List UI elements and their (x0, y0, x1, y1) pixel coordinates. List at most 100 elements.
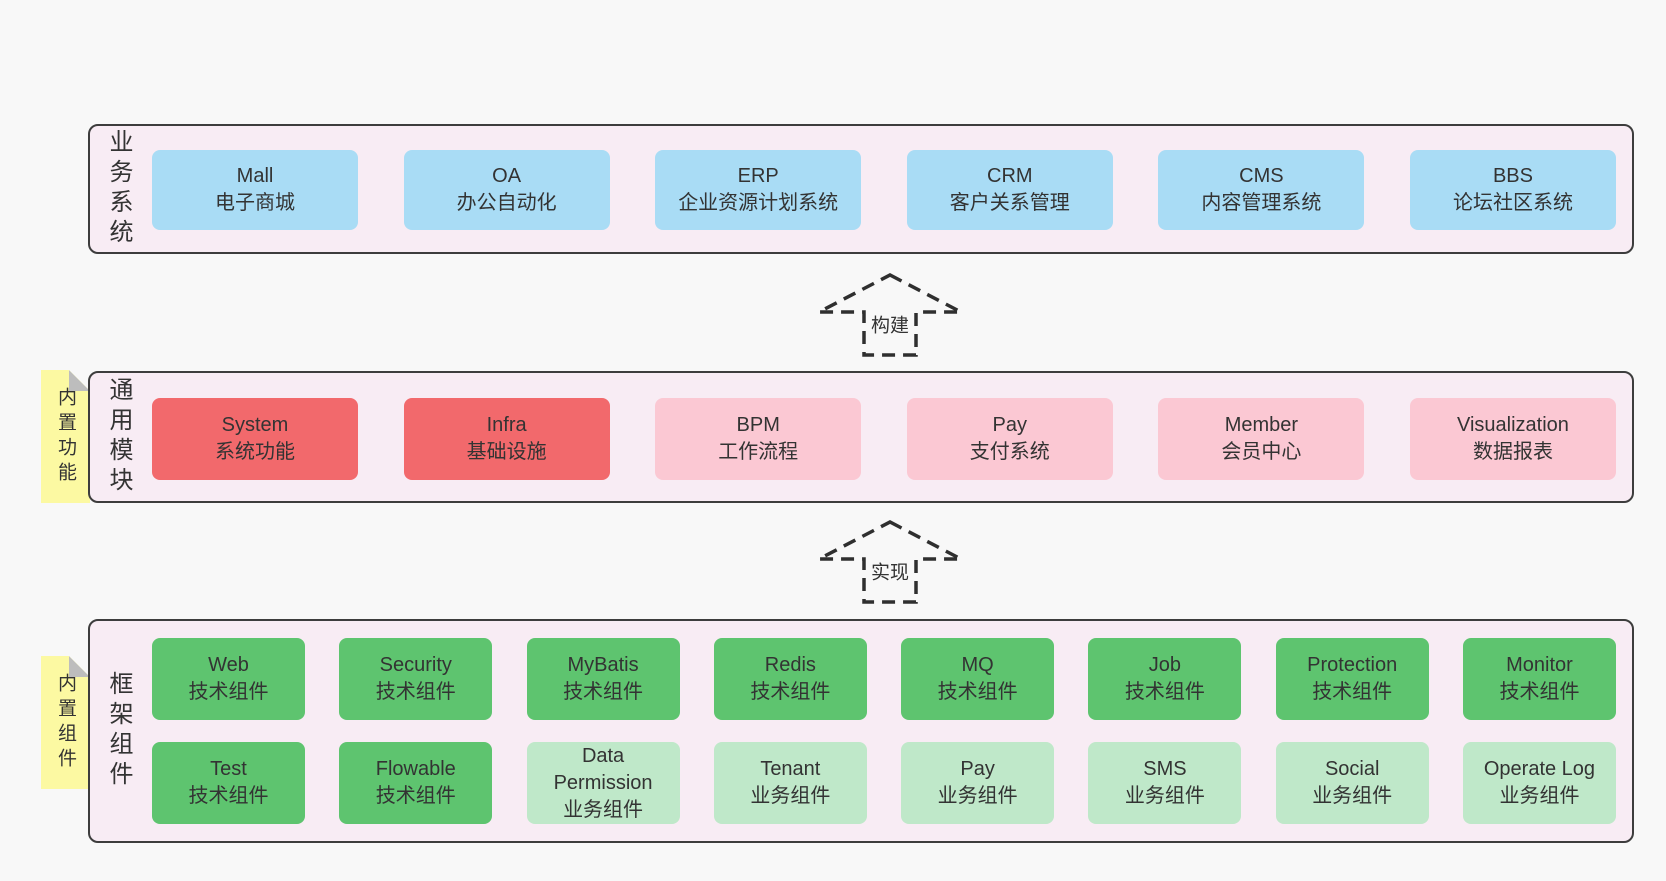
components-box-row-2: Test 技术组件 Flowable 技术组件 Data Permission … (152, 742, 1616, 824)
box-subtitle: 技术组件 (563, 681, 644, 703)
box-subtitle: 业务组件 (1124, 785, 1205, 807)
box-subtitle: 支付系统 (969, 441, 1050, 463)
box-title: Security (379, 654, 452, 676)
box-subtitle: 办公自动化 (456, 192, 557, 214)
box-title: CMS (1239, 165, 1284, 187)
business-box-row: Mall 电子商城 OA 办公自动化 ERP 企业资源计划系统 CRM 客户关系… (152, 150, 1616, 230)
box-title: Pay (992, 414, 1028, 436)
box-redis: Redis 技术组件 (713, 638, 867, 720)
modules-box-row: System 系统功能 Infra 基础设施 BPM 工作流程 Pay 支付系统… (152, 398, 1616, 480)
panel-business-systems: 业务系统 Mall 电子商城 OA 办公自动化 ERP 企业资源计划系统 CRM… (88, 124, 1634, 254)
box-title: ERP (737, 165, 779, 187)
box-subtitle: 系统功能 (215, 441, 295, 463)
note-text: 内置功能 (55, 386, 76, 487)
box-subtitle: 数据报表 (1472, 441, 1553, 463)
box-title: Mall (236, 165, 274, 187)
box-pay-system: Pay 支付系统 (906, 398, 1113, 480)
box-title: Social (1324, 758, 1380, 780)
box-subtitle: 业务组件 (563, 798, 644, 821)
box-title: Tenant (760, 758, 821, 780)
box-system: System 系统功能 (152, 398, 358, 480)
box-erp: ERP 企业资源计划系统 (655, 150, 862, 230)
box-title: Test (210, 758, 247, 780)
box-title: Infra (486, 414, 527, 436)
box-title: MyBatis (567, 654, 639, 676)
sticky-note-built-in-features: 内置功能 (41, 370, 90, 503)
box-subtitle: 企业资源计划系统 (678, 192, 839, 214)
box-title: Web (208, 654, 249, 676)
box-crm: CRM 客户关系管理 (906, 150, 1113, 230)
box-mall: Mall 电子商城 (152, 150, 358, 230)
box-web: Web 技术组件 (152, 638, 305, 720)
box-title: OA (492, 165, 522, 187)
dashed-up-arrow-icon (818, 520, 962, 604)
box-subtitle: 会员中心 (1221, 441, 1302, 463)
box-subtitle: 业务组件 (1499, 785, 1580, 807)
box-title: BBS (1492, 165, 1533, 187)
box-cms: CMS 内容管理系统 (1158, 150, 1365, 230)
box-title: Pay (960, 758, 995, 780)
build-arrow: 构建 (816, 272, 964, 358)
box-title: BPM (736, 414, 780, 436)
box-subtitle: 业务组件 (750, 785, 831, 807)
box-title: MQ (961, 654, 994, 676)
components-box-row-1: Web 技术组件 Security 技术组件 MyBatis 技术组件 Redi… (152, 638, 1616, 720)
box-bpm: BPM 工作流程 (655, 398, 862, 480)
box-bbs: BBS 论坛社区系统 (1409, 150, 1616, 230)
box-title: Protection (1307, 654, 1398, 676)
panel-framework-components: 框架组件 Web 技术组件 Security 技术组件 MyBatis 技术组件… (88, 619, 1634, 843)
panel-label: 业务系统 (105, 129, 132, 249)
box-social: Social 业务组件 (1275, 742, 1429, 824)
box-pay-component: Pay 业务组件 (901, 742, 1055, 824)
panel-label: 框架组件 (105, 671, 132, 791)
box-title: Data Permission (553, 744, 653, 794)
box-subtitle: 业务组件 (1312, 785, 1393, 807)
build-arrow-label: 构建 (868, 310, 912, 338)
box-protection: Protection 技术组件 (1275, 638, 1429, 720)
box-job: Job 技术组件 (1088, 638, 1242, 720)
box-title: System (221, 414, 289, 436)
box-subtitle: 客户关系管理 (949, 192, 1070, 214)
box-mybatis: MyBatis 技术组件 (526, 638, 680, 720)
box-monitor: Monitor 技术组件 (1462, 638, 1616, 720)
box-subtitle: 技术组件 (188, 681, 269, 703)
box-test: Test 技术组件 (152, 742, 305, 824)
box-title: Redis (764, 654, 816, 676)
box-subtitle: 技术组件 (375, 681, 456, 703)
note-text: 内置组件 (55, 672, 76, 773)
box-sms: SMS 业务组件 (1088, 742, 1242, 824)
box-subtitle: 内容管理系统 (1201, 192, 1322, 214)
box-title: Job (1148, 654, 1182, 676)
box-subtitle: 技术组件 (750, 681, 831, 703)
box-subtitle: 电子商城 (215, 192, 295, 214)
panel-common-modules: 通用模块 System 系统功能 Infra 基础设施 BPM 工作流程 Pay… (88, 371, 1634, 503)
dashed-up-arrow-icon (818, 273, 962, 357)
box-title: Flowable (375, 758, 456, 780)
box-title: Member (1224, 414, 1299, 436)
box-oa: OA 办公自动化 (403, 150, 610, 230)
panel-label: 通用模块 (105, 377, 132, 497)
box-subtitle: 技术组件 (937, 681, 1018, 703)
box-mq: MQ 技术组件 (901, 638, 1055, 720)
box-title: Operate Log (1483, 758, 1596, 780)
box-subtitle: 业务组件 (937, 785, 1018, 807)
box-infra: Infra 基础设施 (403, 398, 610, 480)
box-security: Security 技术组件 (339, 638, 493, 720)
box-title: SMS (1143, 758, 1187, 780)
implement-arrow-label: 实现 (868, 557, 912, 585)
box-flowable: Flowable 技术组件 (339, 742, 493, 824)
box-subtitle: 技术组件 (1124, 681, 1205, 703)
box-operate-log: Operate Log 业务组件 (1462, 742, 1616, 824)
box-subtitle: 技术组件 (1312, 681, 1393, 703)
box-visualization: Visualization 数据报表 (1409, 398, 1616, 480)
box-subtitle: 技术组件 (375, 785, 456, 807)
box-title: Visualization (1457, 414, 1569, 436)
sticky-note-built-in-components: 内置组件 (41, 656, 90, 789)
box-tenant: Tenant 业务组件 (713, 742, 867, 824)
box-data-permission: Data Permission 业务组件 (526, 742, 680, 824)
box-subtitle: 基础设施 (466, 441, 547, 463)
box-subtitle: 技术组件 (1499, 681, 1580, 703)
box-subtitle: 论坛社区系统 (1452, 192, 1573, 214)
implement-arrow: 实现 (816, 519, 964, 605)
